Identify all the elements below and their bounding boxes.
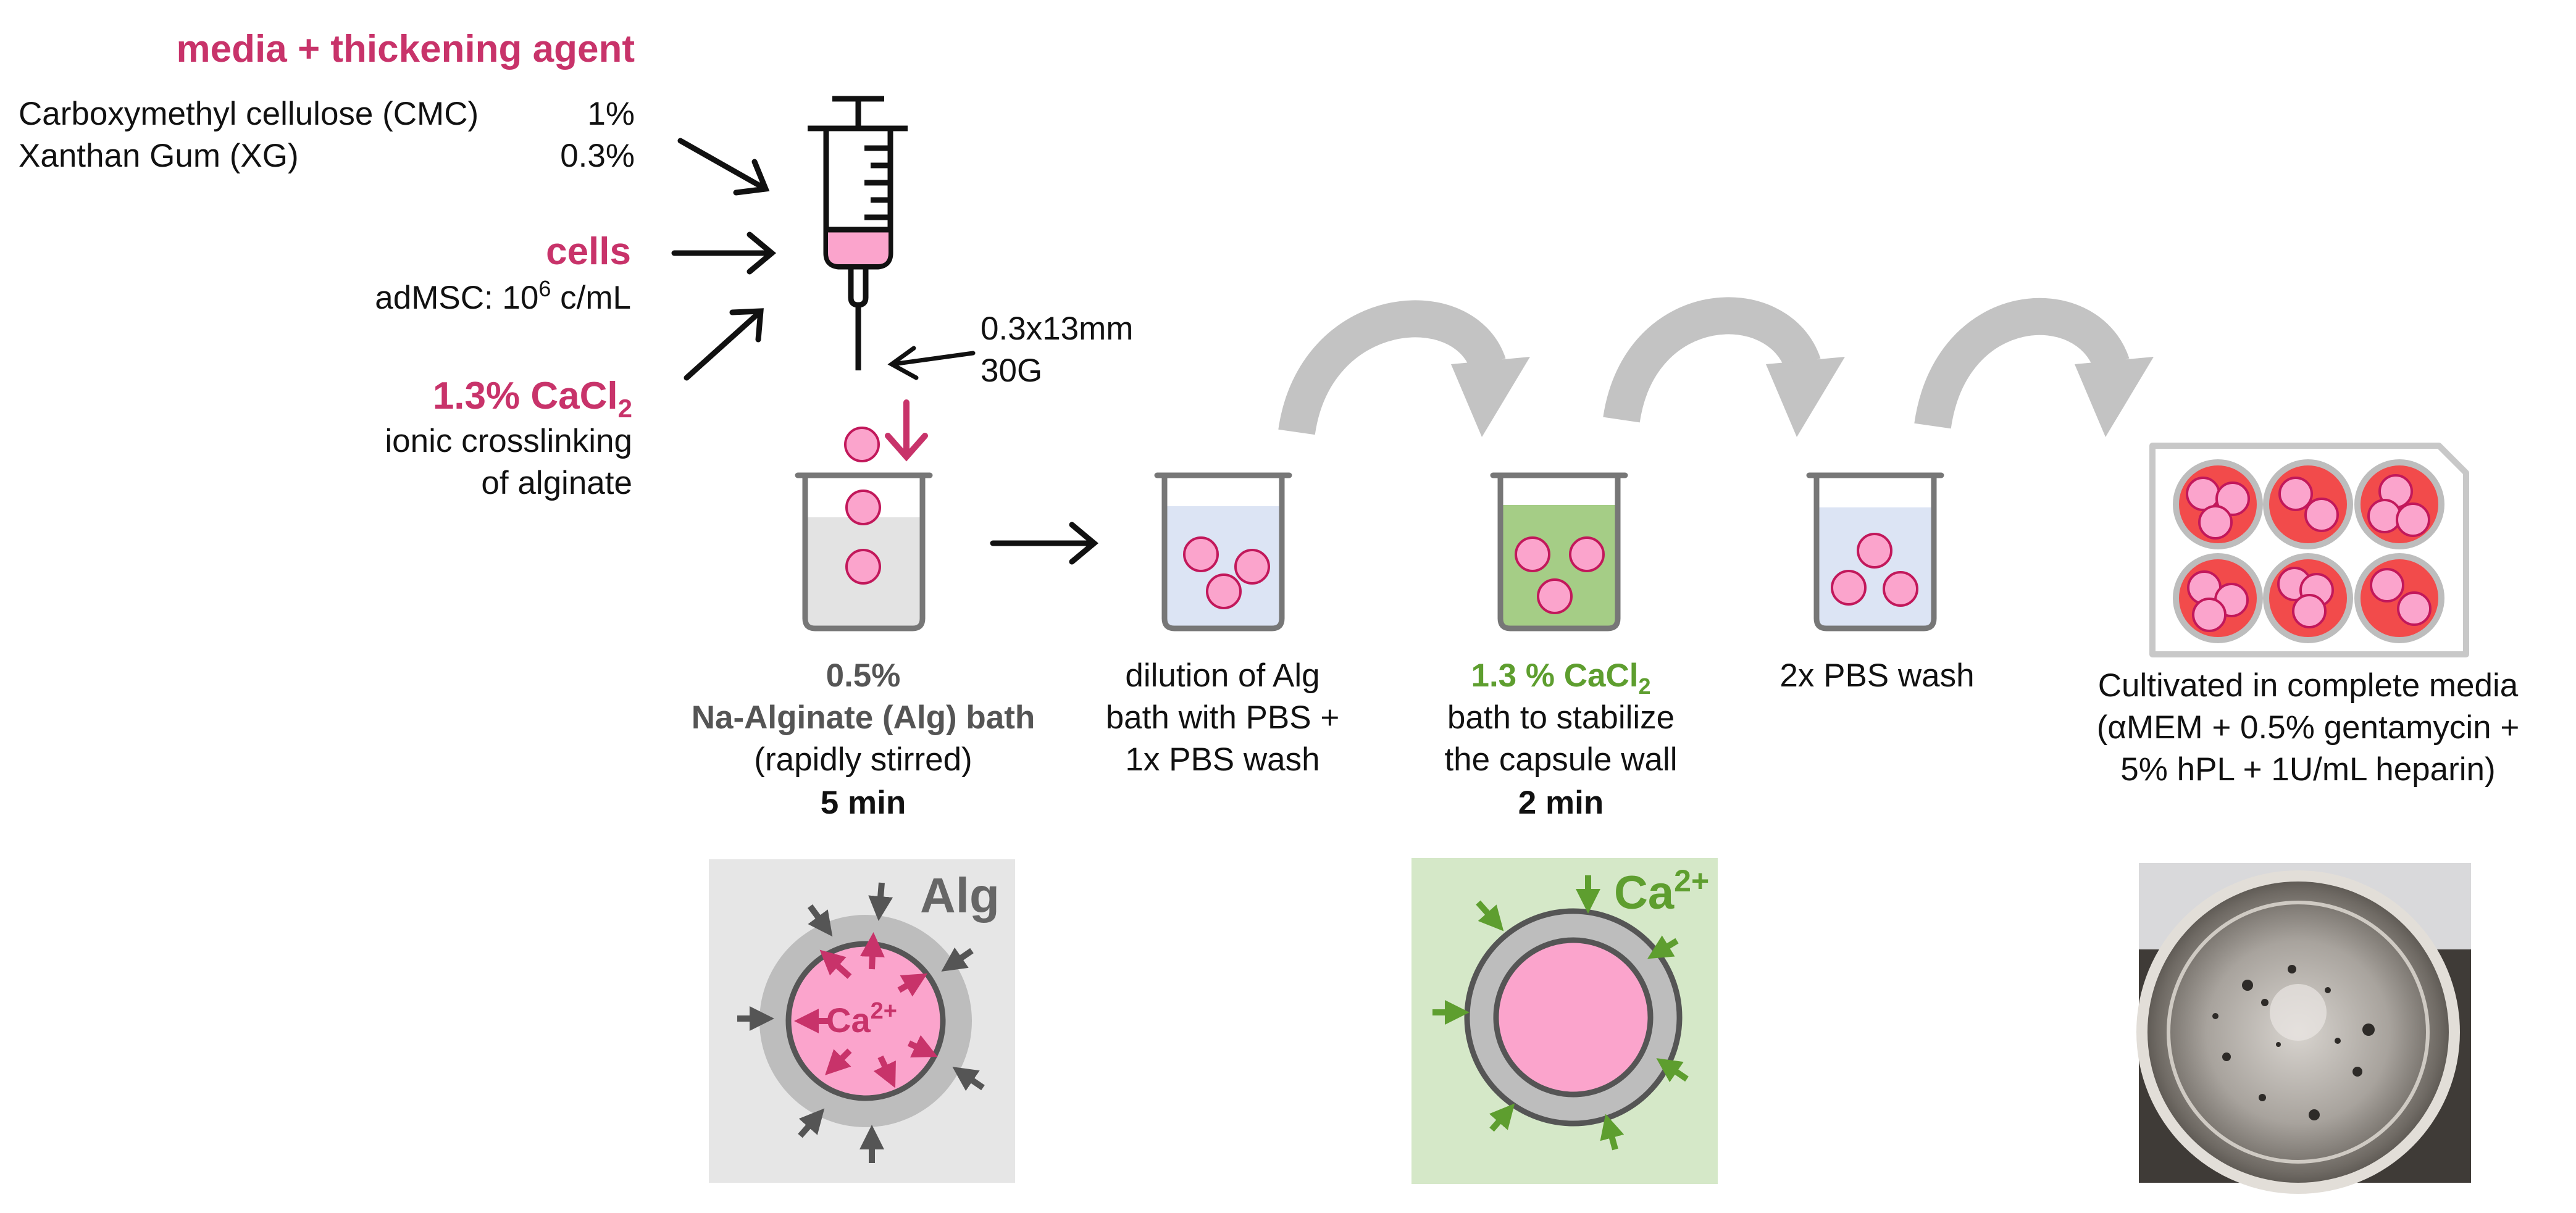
alg-label: Alg [920,868,1000,923]
xg-name: Xanthan Gum (XG) [19,138,299,174]
alginate-stir-note: (rapidly stirred) [754,741,972,778]
dilution-line-2: bath with PBS + [1106,699,1340,736]
falling-droplet [844,427,880,462]
curved-arrow-1 [1278,300,1530,437]
curved-arrow-2 [1603,297,1845,437]
capsule [1515,536,1550,572]
capsule-photo [2136,863,2471,1194]
media-arrow [677,138,767,191]
cells-heading: cells [546,230,631,273]
well-capsules [2186,474,2432,632]
capsule [1183,536,1219,572]
needle-gauge: 30G [981,352,1042,389]
cacl2-step-heading: 1.3 % CaCl2 [1471,657,1650,699]
capsule [1206,573,1242,609]
cells-density: adMSC: 106 c/mL [375,276,631,316]
inward-arrows [737,882,985,1163]
dilution-line-1: dilution of Alg [1125,657,1319,694]
cells-density-prefix: adMSC: 10 [375,280,538,316]
media-arrow-head [733,159,770,196]
pbs-wash-beaker [1806,472,1944,632]
cell-aggregates [2212,965,2375,1120]
cultivated-line-3: 5% hPL + 1U/mL heparin) [2120,751,2495,788]
cacl2-step-subscript: 2 [1638,673,1650,699]
cells-density-suffix: c/mL [551,280,631,316]
crosslinking-line-1: ionic crosslinking [385,423,632,459]
capsule [1831,570,1867,606]
cells-density-exponent: 6 [538,276,551,301]
needle-arrow [887,346,976,380]
alginate-percent: 0.5% [826,657,901,694]
cacl2-heading: 1.3% CaCl2 [433,375,632,423]
capsule [845,549,881,585]
ca-outer-base: Ca [1614,867,1675,919]
drop-arrow [885,399,928,462]
needle-size: 0.3x13mm [981,311,1133,347]
alginate-diffusion-inset: Alg Ca2+ [709,859,1015,1183]
capsule [1857,533,1892,569]
well-plate-icon [2149,443,2469,657]
cacl2-beaker [1490,472,1628,632]
dilution-line-3: 1x PBS wash [1125,741,1319,778]
cmc-percent: 1% [587,96,635,132]
curved-arrow-3 [1914,298,2154,437]
media-heading: media + thickening agent [177,28,635,70]
stabilize-line-1: bath to stabilize [1447,699,1675,736]
ca-label-inner: Ca2+ [826,998,897,1040]
dilution-beaker [1154,472,1292,632]
cacl2-step-text: 1.3 % CaCl [1471,657,1638,694]
ca-inner-base: Ca [826,1001,871,1040]
input-arrows [671,138,777,381]
well [2354,553,2444,643]
capsule [1234,549,1270,585]
capsule [1537,578,1573,614]
capsule [1883,571,1918,607]
cacl2-heading-subscript: 2 [618,394,632,423]
stabilize-line-2: the capsule wall [1444,741,1677,778]
cacl2-wall-inset: Ca2+ [1411,858,1718,1184]
cacl2-arrow [684,309,763,381]
cmc-name: Carboxymethyl cellulose (CMC) [19,96,479,132]
capsule [845,490,881,525]
pbs-wash-label: 2x PBS wash [1779,657,1974,694]
xg-percent: 0.3% [560,138,635,174]
syringe-icon [808,96,908,370]
ca-inner-charge: 2+ [871,998,897,1024]
cultivated-line-1: Cultivated in complete media [2098,667,2519,704]
ca-outer-charge: 2+ [1674,864,1709,898]
cells-arrow-head [746,231,777,275]
alginate-time: 5 min [821,785,906,821]
process-arrow [990,522,1099,565]
cacl2-arrow-head [729,308,764,343]
cultivated-line-2: (αMEM + 0.5% gentamycin + [2097,709,2520,746]
stabilize-time: 2 min [1518,785,1604,821]
capsule [1569,536,1605,572]
alginate-bath-label: Na-Alginate (Alg) bath [692,699,1035,736]
crosslinking-line-2: of alginate [481,465,632,501]
ca-label-outer: Ca2+ [1614,864,1709,919]
alginate-beaker [795,472,933,632]
cacl2-heading-text: 1.3% CaCl [433,375,618,417]
outward-arrows [793,932,938,1088]
ca-inward-arrows [1432,875,1689,1151]
